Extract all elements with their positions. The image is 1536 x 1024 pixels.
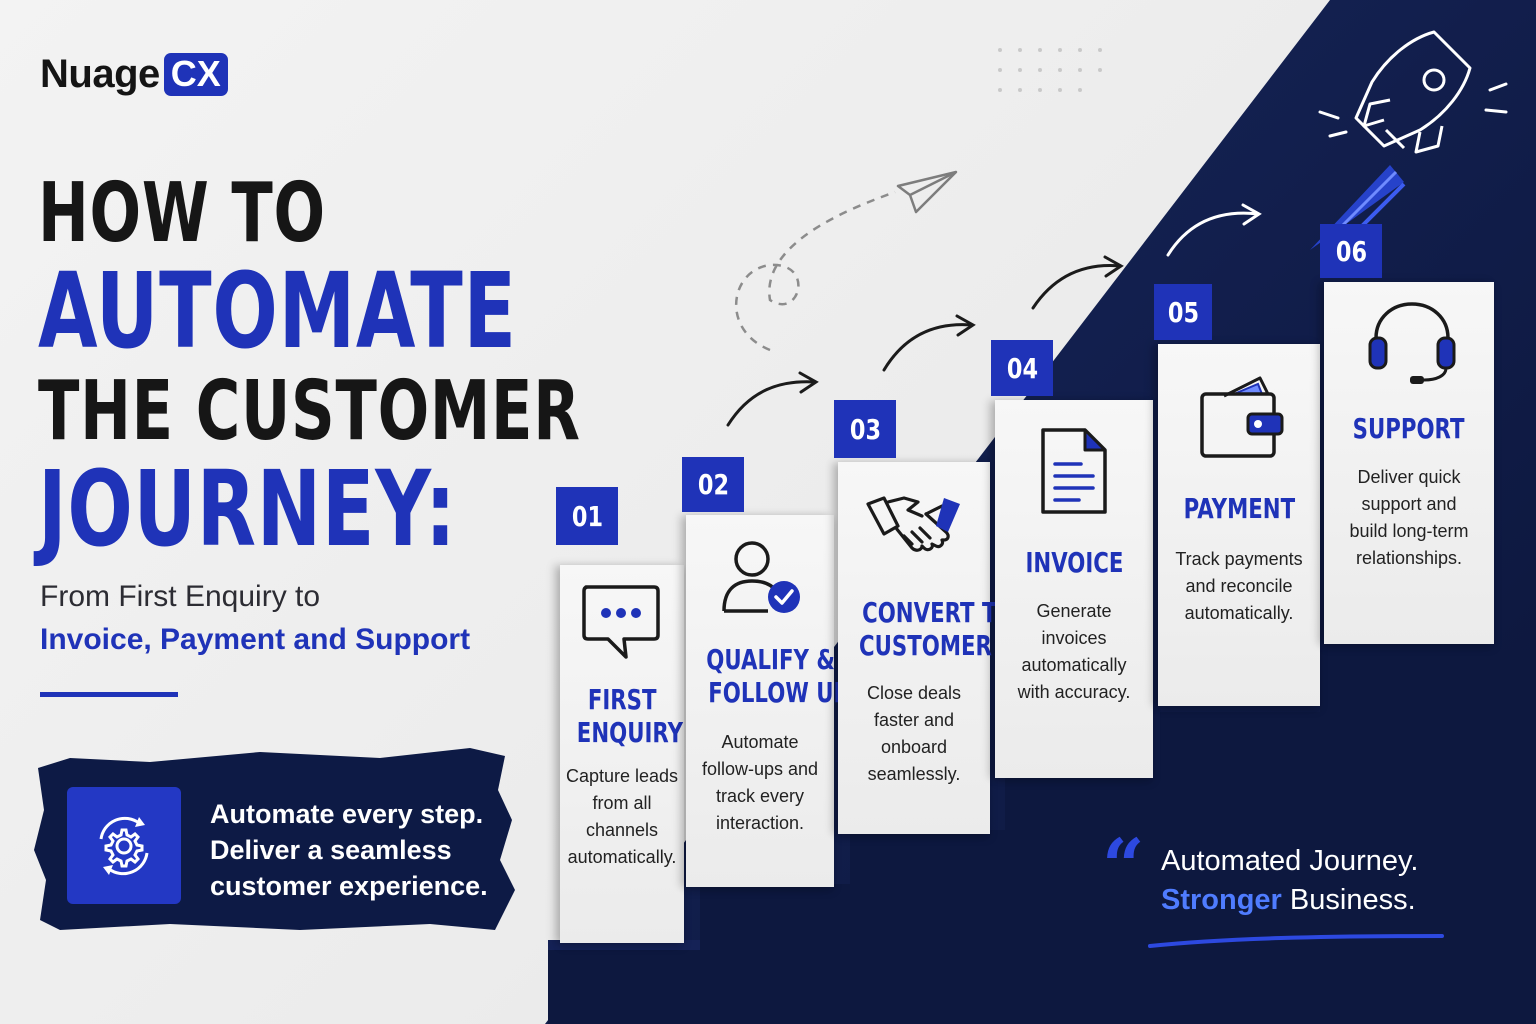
step-number-badge: 02 <box>682 457 744 512</box>
banner-line-3: customer experience. <box>210 871 488 901</box>
quote-line-1: Automated Journey. <box>1161 845 1419 877</box>
headline-line-4: JOURNEY: <box>38 448 457 570</box>
quote-highlight: Stronger <box>1161 884 1282 916</box>
document-icon <box>1041 428 1107 514</box>
headline-line-3: THE CUSTOMER <box>38 364 581 459</box>
step-number-badge: 03 <box>834 400 896 458</box>
quote-underline <box>1148 934 1444 948</box>
subtitle-line-1: From First Enquiry to <box>40 580 321 613</box>
user-check-icon <box>722 541 800 613</box>
headset-icon <box>1368 302 1456 384</box>
handshake-icon <box>866 496 960 552</box>
brand-suffix-badge: CX <box>163 53 228 96</box>
step-title: SUPPORT <box>1353 412 1465 445</box>
automation-icon-box <box>67 787 181 904</box>
step-title: QUALIFY & FOLLOW UP <box>706 643 850 709</box>
quote-mark-icon: “ <box>1102 824 1145 910</box>
dot-pattern <box>998 48 1102 92</box>
brand-name: Nuage <box>40 52 160 96</box>
paper-plane-icon <box>896 170 958 214</box>
step-title: INVOICE <box>1025 546 1123 579</box>
quote-line-2: Stronger Business. <box>1161 884 1416 917</box>
headline-line-1: HOW TO <box>38 166 326 261</box>
step-number-badge: 05 <box>1154 284 1212 340</box>
step-arrows <box>726 255 1124 427</box>
banner-line-2: Deliver a seamless <box>210 835 452 865</box>
quote-rest: Business. <box>1281 884 1416 916</box>
step-title: PAYMENT <box>1183 492 1295 525</box>
step-number-badge: 06 <box>1320 224 1382 278</box>
accent-rule <box>40 692 178 697</box>
step-number-badge: 01 <box>556 487 618 545</box>
staircase-base <box>548 650 1536 1024</box>
gear-cycle-icon <box>99 816 149 875</box>
headline-line-2: AUTOMATE <box>38 250 517 372</box>
wallet-icon <box>1200 376 1284 458</box>
dashed-trail <box>734 190 896 352</box>
banner-text: Automate every step. Deliver a seamless … <box>210 796 500 904</box>
chat-bubble-icon <box>582 585 660 659</box>
step-title: CONVERT TO CUSTOMER <box>858 596 1015 662</box>
banner-line-1: Automate every step. <box>210 799 484 829</box>
step-number-badge: 04 <box>991 340 1053 396</box>
step-arrow-white <box>1166 203 1262 257</box>
step-title: FIRST ENQUIRY <box>576 683 684 749</box>
subtitle-line-2: Invoice, Payment and Support <box>40 623 471 656</box>
brand-logo: Nuage CX <box>40 52 228 97</box>
